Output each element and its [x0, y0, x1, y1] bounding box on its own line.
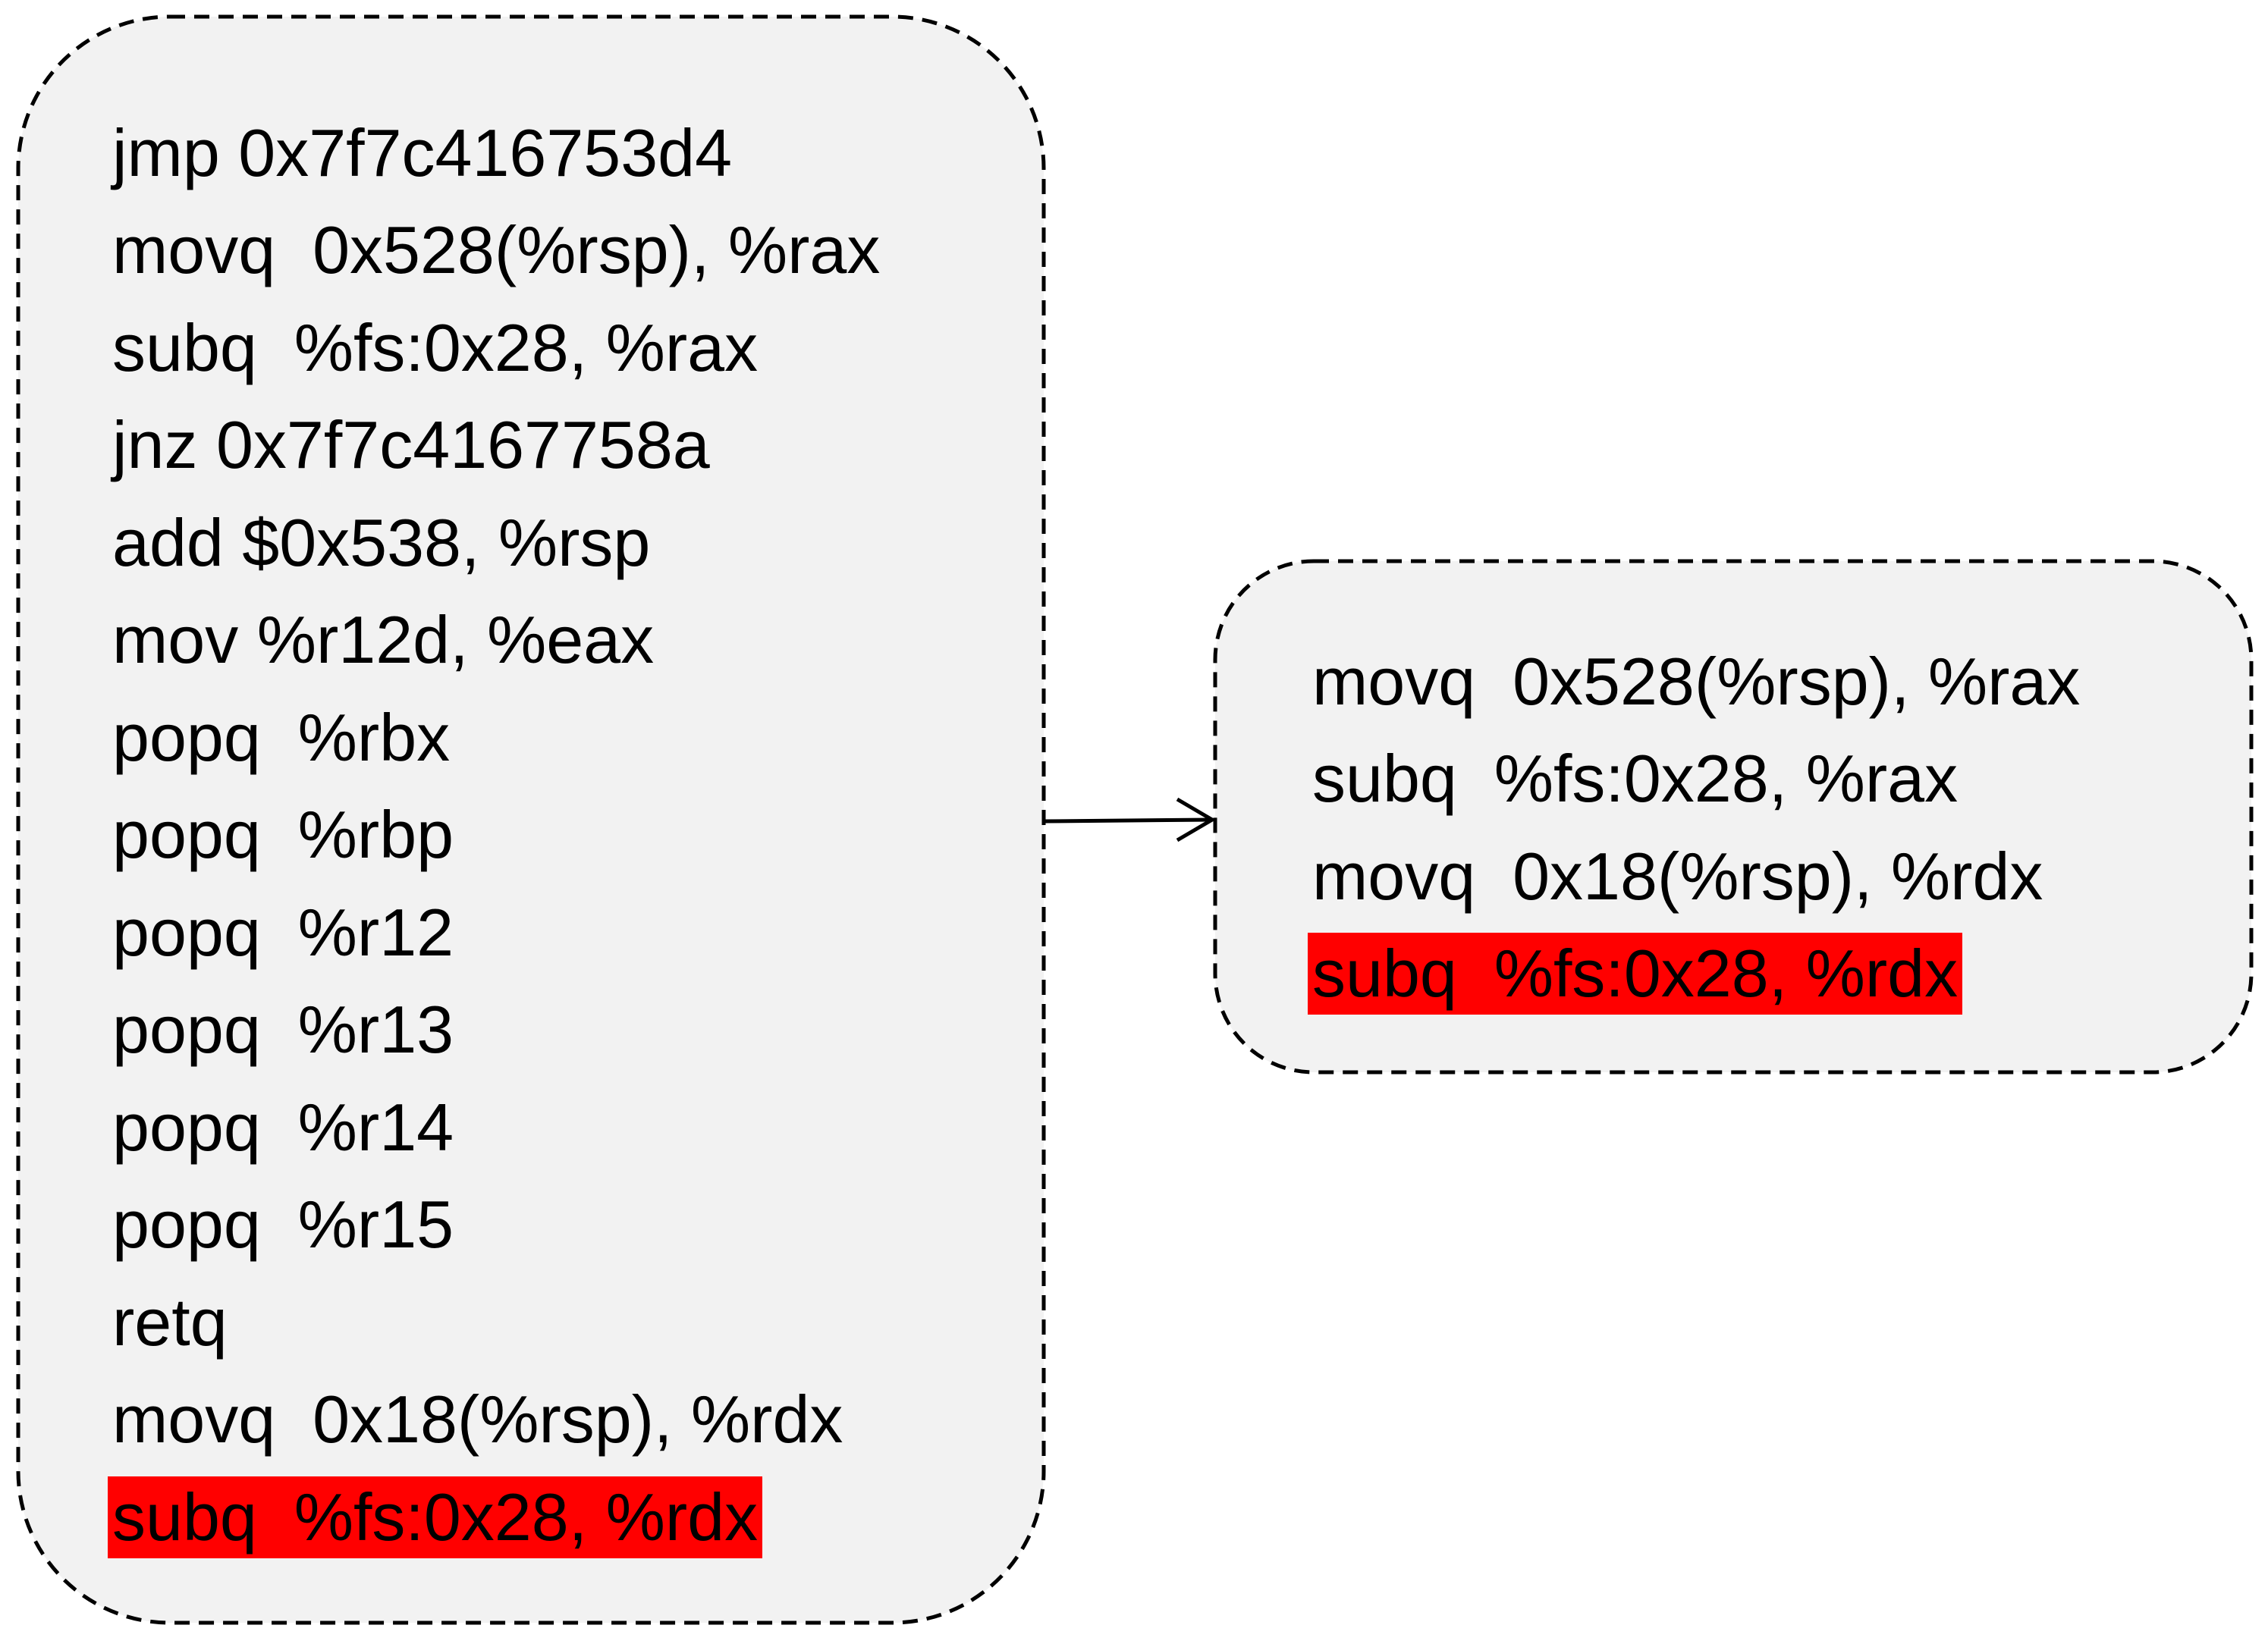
code-line: popq %r12	[108, 879, 884, 977]
code-line: jnz 0x7f7c4167758a	[108, 392, 884, 490]
code-line: subq %fs:0x28, %rax	[1308, 726, 2084, 824]
code-line-text: popq %r13	[112, 992, 454, 1068]
code-line: movq 0x18(%rsp), %rdx	[1308, 823, 2084, 921]
code-line-text: popq %r12	[112, 894, 454, 970]
code-line: mov %r12d, %eax	[108, 587, 884, 685]
code-line-text: subq %fs:0x28, %rax	[112, 309, 759, 385]
code-line-text: movq 0x18(%rsp), %rdx	[112, 1382, 843, 1457]
code-line: movq 0x528(%rsp), %rax	[1308, 628, 2084, 726]
code-line-text: jnz 0x7f7c4167758a	[112, 407, 710, 483]
code-line-text: retq	[112, 1284, 228, 1360]
code-line: subq %fs:0x28, %rax	[108, 294, 884, 392]
code-line-text: movq 0x528(%rsp), %rax	[112, 212, 881, 288]
code-line: retq	[108, 1269, 884, 1366]
code-line-text: mov %r12d, %eax	[112, 602, 655, 678]
code-line: popq %r13	[108, 977, 884, 1075]
highlighted-code-line: subq %fs:0x28, %rdx	[1308, 921, 2084, 1018]
code-line-text: popq %rbx	[112, 699, 451, 775]
code-line-text: jmp 0x7f7c416753d4	[112, 115, 733, 190]
code-line-text: movq 0x18(%rsp), %rdx	[1312, 838, 2043, 914]
code-line-text: popq %r14	[112, 1089, 454, 1165]
code-line-text: popq %r15	[112, 1187, 454, 1263]
left-code-listing: jmp 0x7f7c416753d4 movq 0x528(%rsp), %rax…	[108, 99, 884, 1561]
code-line: movq 0x528(%rsp), %rax	[108, 197, 884, 295]
code-line: movq 0x18(%rsp), %rdx	[108, 1366, 884, 1464]
code-line: jmp 0x7f7c416753d4	[108, 99, 884, 197]
code-line-text: popq %rbp	[112, 797, 454, 873]
code-line-text: movq 0x528(%rsp), %rax	[1312, 643, 2081, 719]
code-line: popq %r15	[108, 1172, 884, 1269]
right-code-listing: movq 0x528(%rsp), %rax subq %fs:0x28, %ra…	[1308, 628, 2084, 1018]
left-code-box	[16, 14, 1046, 1625]
code-line: popq %rbx	[108, 684, 884, 782]
code-line-text: add $0x538, %rsp	[112, 504, 651, 580]
highlighted-code-line: subq %fs:0x28, %rdx	[108, 1464, 884, 1561]
code-line-text: subq %fs:0x28, %rdx	[108, 1476, 763, 1558]
connector-arrow	[1044, 797, 1216, 842]
code-line-text: subq %fs:0x28, %rax	[1312, 741, 1959, 817]
code-line: popq %rbp	[108, 782, 884, 880]
code-line: popq %r14	[108, 1074, 884, 1172]
code-line-text: subq %fs:0x28, %rdx	[1308, 933, 1963, 1015]
code-line: add $0x538, %rsp	[108, 489, 884, 587]
